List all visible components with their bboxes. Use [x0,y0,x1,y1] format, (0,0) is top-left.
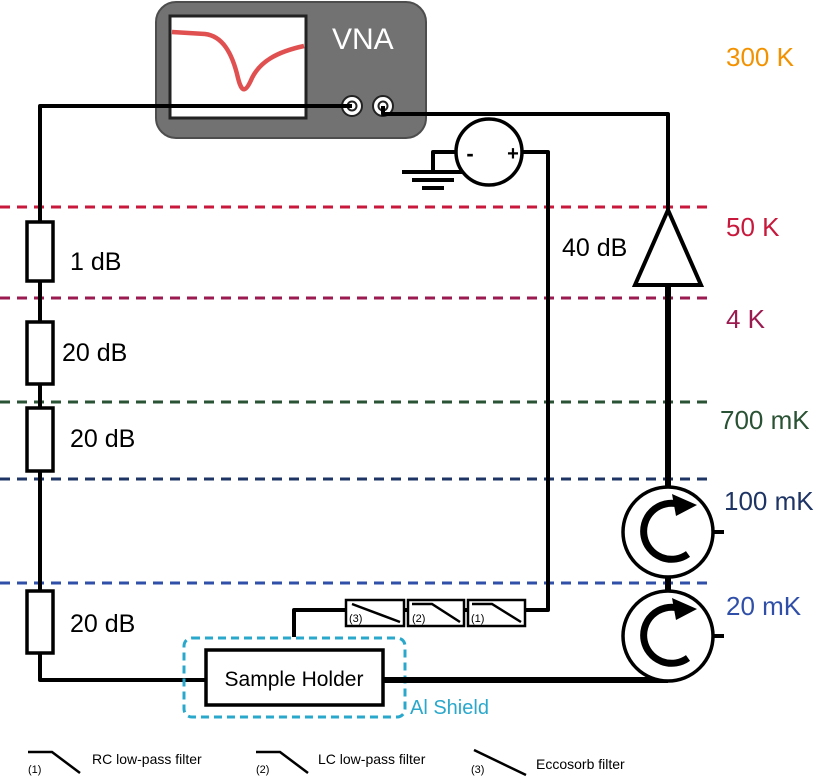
source-minus-label: - [466,141,473,166]
temp-label-20mk: 20 mK [726,591,802,621]
sample-holder: Sample Holder [204,648,385,707]
legend: (1) RC low-pass filter (2) LC low-pass f… [28,748,625,777]
source-plus-label: + [507,143,519,165]
legend-label: RC low-pass filter [92,751,202,767]
circulator-100mk [621,485,724,579]
temp-label-4k: 4 K [726,304,766,334]
vna-label: VNA [332,23,394,56]
attenuator-label: 20 dB [70,425,135,453]
legend-label: Eccosorb filter [536,756,625,772]
temp-label-700mk: 700 mK [720,405,810,435]
dc-voltage-source: - + [454,117,524,187]
temperature-labels: 300 K 50 K 4 K 700 mK 100 mK 20 mK [720,42,814,621]
filter-number: (1) [471,613,484,625]
amplifier-label: 40 dB [562,234,627,262]
legend-number: (1) [28,764,41,776]
filter-lc: (2) [406,598,466,628]
filter-number: (3) [349,613,362,625]
temp-label-300k: 300 K [726,42,795,72]
legend-item-lc: (2) LC low-pass filter [256,750,426,776]
legend-item-eccosorb: (3) Eccosorb filter [471,748,625,777]
attenuator-label: 20 dB [70,610,135,638]
ground-icon [402,170,464,190]
attenuator-20db-20mk: 20 dB [25,589,135,655]
dc-bias-line [292,150,550,637]
temp-label-50k: 50 K [726,212,780,242]
al-shield-label: Al Shield [410,697,489,719]
attenuator-1db: 1 dB [25,220,121,283]
legend-item-rc: (1) RC low-pass filter [28,750,202,776]
filter-rc: (1) [466,598,527,628]
vna-screen-trace [171,29,305,92]
filter-number: (2) [412,613,425,625]
attenuator-label: 1 dB [70,248,121,276]
sample-holder-label: Sample Holder [225,668,364,691]
circulator-20mk [621,589,724,683]
legend-number: (2) [256,764,269,776]
attenuator-label: 20 dB [62,339,127,367]
amplifier-40db: 40 dB [562,205,705,287]
legend-number: (3) [471,764,484,776]
output-line [381,106,671,683]
legend-label: LC low-pass filter [318,751,426,767]
attenuator-20db-4k: 20 dB [25,320,127,386]
attenuator-20db-700mk: 20 dB [25,406,135,473]
filter-eccosorb: (3) [344,598,406,628]
vna-instrument: VNA [155,1,427,139]
input-line [38,104,352,682]
temp-label-100mk: 100 mK [724,486,814,516]
